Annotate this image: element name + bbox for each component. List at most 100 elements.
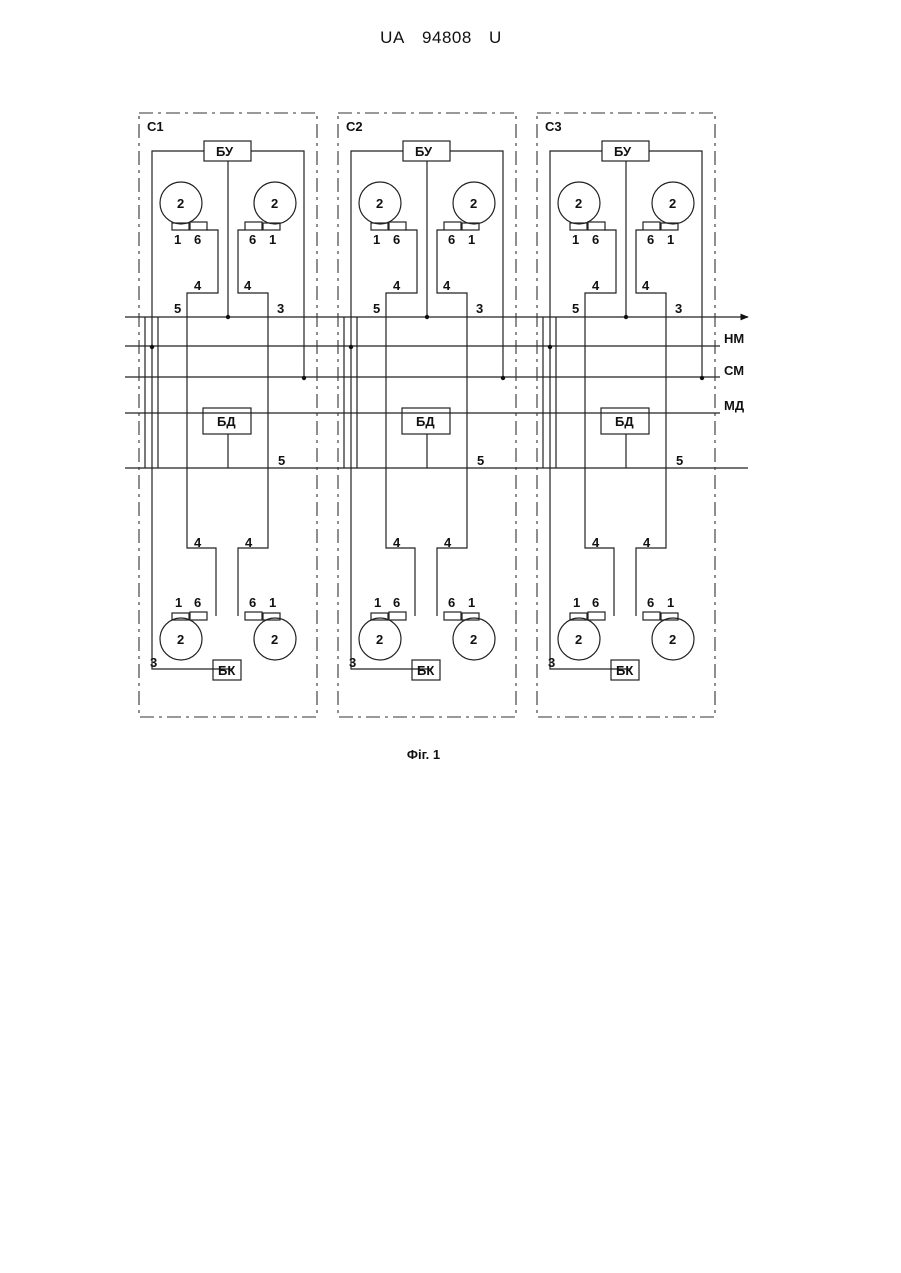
label-3-bottom: 3 — [548, 655, 555, 670]
sensor-bottom-right-label-1: 1 — [468, 595, 475, 610]
wire-4-bottom-left — [585, 413, 614, 616]
block-k-label: БК — [616, 663, 633, 678]
sensor-top-left-label-1: 1 — [572, 232, 579, 247]
label-5-bottom: 5 — [676, 453, 683, 468]
label-5-top: 5 — [174, 301, 181, 316]
sensor-bottom-right-bold — [444, 612, 461, 620]
label-4-bottom-left: 4 — [592, 535, 600, 550]
pump-top-right-number: 2 — [271, 196, 278, 211]
label-3-bottom: 3 — [349, 655, 356, 670]
sensor-bottom-left-bold — [588, 612, 605, 620]
label-3-top: 3 — [476, 301, 483, 316]
block-k-label: БК — [417, 663, 434, 678]
section-label: С3 — [545, 119, 562, 134]
wire-4-bottom-left — [386, 413, 415, 616]
label-4-bottom-left: 4 — [194, 535, 202, 550]
wire-4-bottom-left — [187, 413, 216, 616]
sensor-top-right-label-6: 6 — [448, 232, 455, 247]
section-label: С2 — [346, 119, 363, 134]
sensor-bottom-right-label-6: 6 — [647, 595, 654, 610]
junction-top — [425, 315, 429, 319]
wire-4-top-left — [585, 230, 616, 413]
label-5-top: 5 — [572, 301, 579, 316]
sensor-top-right-bold — [444, 222, 461, 230]
label-3-top: 3 — [675, 301, 682, 316]
control-wire-right — [649, 151, 702, 378]
sensor-bottom-left-label-1: 1 — [175, 595, 182, 610]
wire-4-top-right — [437, 230, 467, 413]
block-d-label: БД — [615, 414, 634, 429]
md-label: МД — [724, 398, 745, 413]
sensor-top-right-label-1: 1 — [269, 232, 276, 247]
nm-label: НМ — [724, 331, 744, 346]
sensor-bottom-right-plain — [661, 613, 678, 620]
pump-top-left-number: 2 — [376, 196, 383, 211]
sensor-top-left-bold — [190, 222, 207, 230]
pump-top-right-number: 2 — [470, 196, 477, 211]
sensor-top-left-label-1: 1 — [174, 232, 181, 247]
pump-bottom-right-number: 2 — [669, 632, 676, 647]
junction-nm — [349, 345, 353, 349]
sensor-bottom-left-label-6: 6 — [592, 595, 599, 610]
wire-4-bottom-right — [437, 413, 467, 616]
pump-bottom-left-number: 2 — [575, 632, 582, 647]
pump-bottom-right-number: 2 — [470, 632, 477, 647]
label-5-top: 5 — [373, 301, 380, 316]
sensor-top-left-bold — [588, 222, 605, 230]
sensor-bottom-right-bold — [643, 612, 660, 620]
sensor-bottom-right-plain — [462, 613, 479, 620]
label-4-top-left: 4 — [194, 278, 202, 293]
wire-4-top-left — [386, 230, 417, 413]
label-4-top-left: 4 — [393, 278, 401, 293]
sensor-bottom-left-label-1: 1 — [374, 595, 381, 610]
label-4-bottom-right: 4 — [245, 535, 253, 550]
label-4-bottom-right: 4 — [444, 535, 452, 550]
label-3-top: 3 — [277, 301, 284, 316]
junction-top — [624, 315, 628, 319]
control-block-label: БУ — [216, 144, 234, 159]
sensor-bottom-right-plain — [263, 613, 280, 620]
label-4-bottom-right: 4 — [643, 535, 651, 550]
wire-4-bottom-right — [636, 413, 666, 616]
control-wire-right — [450, 151, 503, 378]
label-5-bottom: 5 — [278, 453, 285, 468]
wire-4-top-right — [238, 230, 268, 413]
label-4-top-right: 4 — [244, 278, 252, 293]
wire-4-top-right — [636, 230, 666, 413]
sensor-bottom-left-label-6: 6 — [393, 595, 400, 610]
sensor-top-right-label-1: 1 — [468, 232, 475, 247]
sensor-top-right-label-1: 1 — [667, 232, 674, 247]
block-k-label: БК — [218, 663, 235, 678]
sensor-bottom-right-label-6: 6 — [448, 595, 455, 610]
control-block-label: БУ — [415, 144, 433, 159]
pump-top-left-number: 2 — [575, 196, 582, 211]
sensor-top-right-label-6: 6 — [249, 232, 256, 247]
label-4-top-left: 4 — [592, 278, 600, 293]
label-4-top-right: 4 — [642, 278, 650, 293]
control-block-label: БУ — [614, 144, 632, 159]
junction-nm — [150, 345, 154, 349]
sensor-bottom-left-label-6: 6 — [194, 595, 201, 610]
label-3-bottom: 3 — [150, 655, 157, 670]
sensor-top-right-bold — [643, 222, 660, 230]
sensor-bottom-left-label-1: 1 — [573, 595, 580, 610]
wire-4-bottom-right — [238, 413, 268, 616]
sensor-top-left-label-6: 6 — [592, 232, 599, 247]
figure-caption: Фіг. 1 — [0, 747, 847, 762]
junction-sm — [302, 376, 306, 380]
junction-nm — [548, 345, 552, 349]
sensor-top-right-bold — [245, 222, 262, 230]
label-5-bottom: 5 — [477, 453, 484, 468]
sensor-top-left-label-6: 6 — [393, 232, 400, 247]
sensor-top-left-bold — [389, 222, 406, 230]
sensor-bottom-right-label-1: 1 — [667, 595, 674, 610]
pump-top-right-number: 2 — [669, 196, 676, 211]
sensor-bottom-right-label-6: 6 — [249, 595, 256, 610]
sensor-bottom-right-bold — [245, 612, 262, 620]
block-d-label: БД — [217, 414, 236, 429]
pump-bottom-left-number: 2 — [177, 632, 184, 647]
wire-4-top-left — [187, 230, 218, 413]
label-4-bottom-left: 4 — [393, 535, 401, 550]
junction-sm — [501, 376, 505, 380]
